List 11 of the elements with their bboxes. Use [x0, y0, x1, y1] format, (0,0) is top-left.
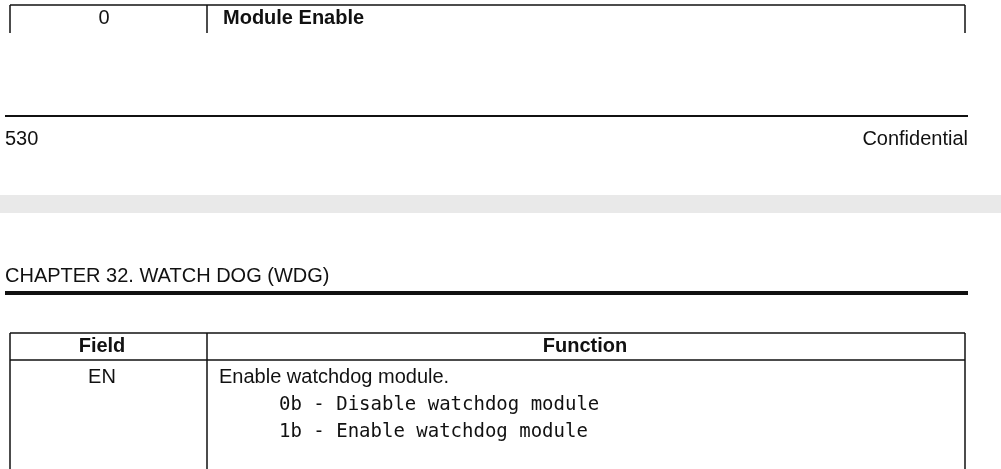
column-header: Function — [542, 333, 628, 357]
table-cell: 0 — [98, 5, 110, 29]
footer-text: Confidential — [862, 126, 968, 150]
table-cell: Enable watchdog module. — [219, 364, 450, 388]
page-number: 530 — [5, 126, 39, 150]
table-cell: Module Enable — [223, 5, 365, 29]
table-cell: EN — [88, 364, 116, 388]
chapter-heading: CHAPTER 32. WATCH DOG (WDG) — [5, 263, 330, 287]
table-cell: 1b - Enable watchdog module — [279, 418, 588, 442]
table-cell: 0b - Disable watchdog module — [279, 391, 600, 415]
column-header: Field — [78, 333, 126, 357]
